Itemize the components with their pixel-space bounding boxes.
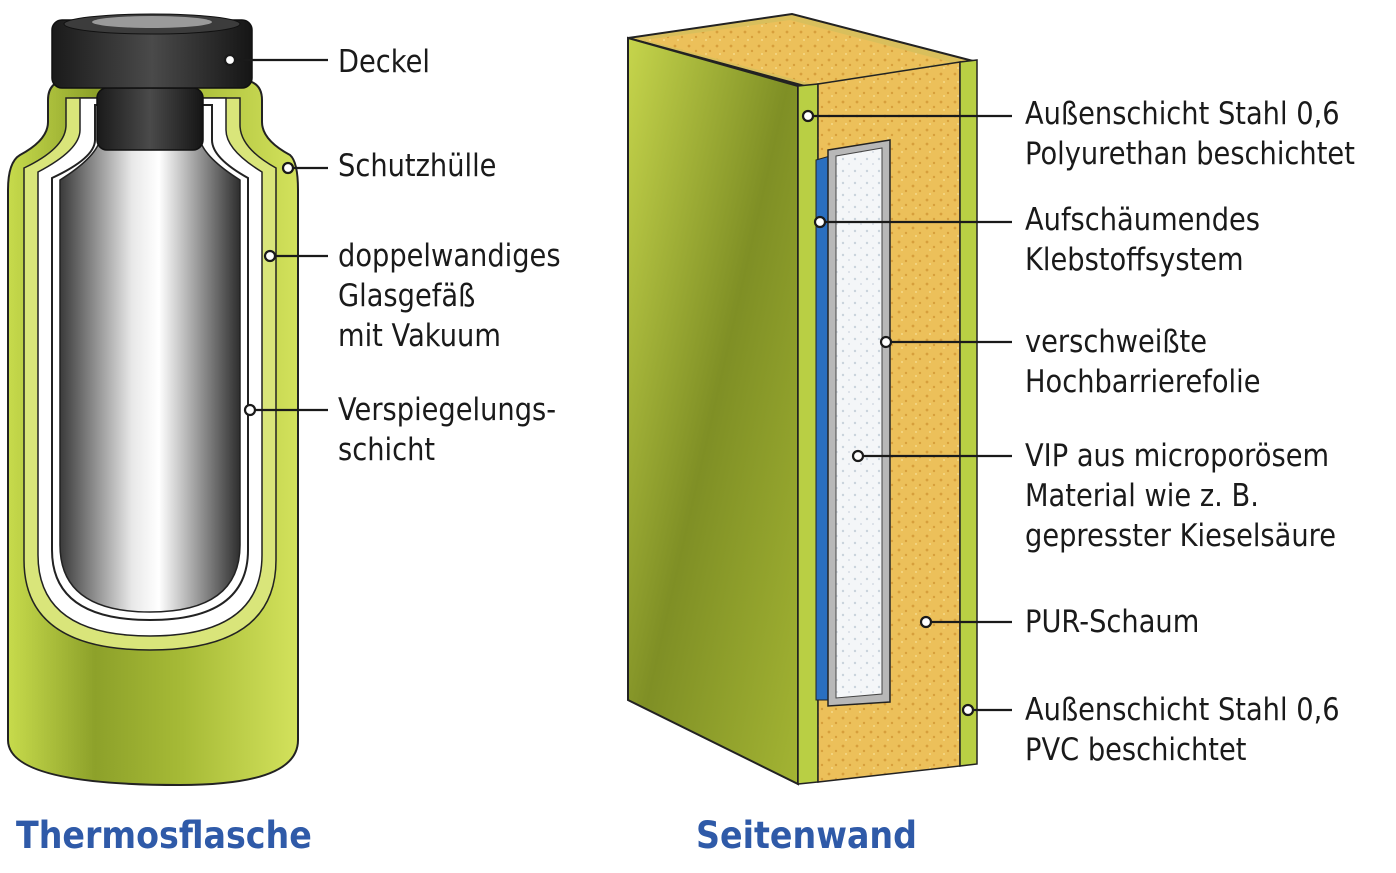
caption-seitenwand: Seitenwand [696,814,917,857]
wall-outer-face [627,36,799,786]
label-glas-line2: Glasgefäß [338,278,476,314]
leader-dot-schutzhuelle [281,161,295,175]
label-kleb-line1: Aufschäumendes [1025,202,1261,238]
label-kleb-line2: Klebstoffsystem [1025,242,1244,278]
label-verspiegel-line1: Verspiegelungs- [338,392,557,428]
leader-dot-glas [263,249,277,263]
label-aussen-unten-line1: Außenschicht Stahl 0,6 [1025,692,1340,728]
label-pur: PUR-Schaum [1025,604,1200,640]
outer-steel-right [959,59,978,767]
leader-dot-folie [879,335,893,349]
thermos-flask [7,13,299,787]
label-vip-line3: gepresster Kieselsäure [1025,518,1337,554]
label-glas-line1: doppelwandiges [338,238,561,274]
label-aussen-oben-line1: Außenschicht Stahl 0,6 [1025,96,1340,132]
label-schutzhuelle: Schutzhülle [338,148,497,184]
leader-dot-aussen-unten [961,703,975,717]
leader-dot-vip [851,449,865,463]
label-glas-line3: mit Vakuum [338,318,501,354]
label-aussen-oben-line2: Polyurethan beschichtet [1025,136,1355,172]
wall-panel [627,12,978,786]
label-folie-line1: verschweißte [1025,324,1207,360]
label-vip-line2: Material wie z. B. [1025,478,1259,514]
vip-core [835,147,883,699]
caption-thermosflasche: Thermosflasche [16,814,312,857]
label-vip-line1: VIP aus microporösem [1025,438,1330,474]
label-folie-line2: Hochbarrierefolie [1025,364,1261,400]
leader-dot-aussen-oben [801,109,815,123]
leader-dot-pur [919,615,933,629]
leader-dot-kleb [813,215,827,229]
leader-dot-deckel [223,53,237,67]
label-deckel: Deckel [338,44,430,80]
label-aussen-unten-line2: PVC beschichtet [1025,732,1247,768]
label-verspiegel-line2: schicht [338,432,436,468]
leader-dot-verspiegel [243,403,257,417]
